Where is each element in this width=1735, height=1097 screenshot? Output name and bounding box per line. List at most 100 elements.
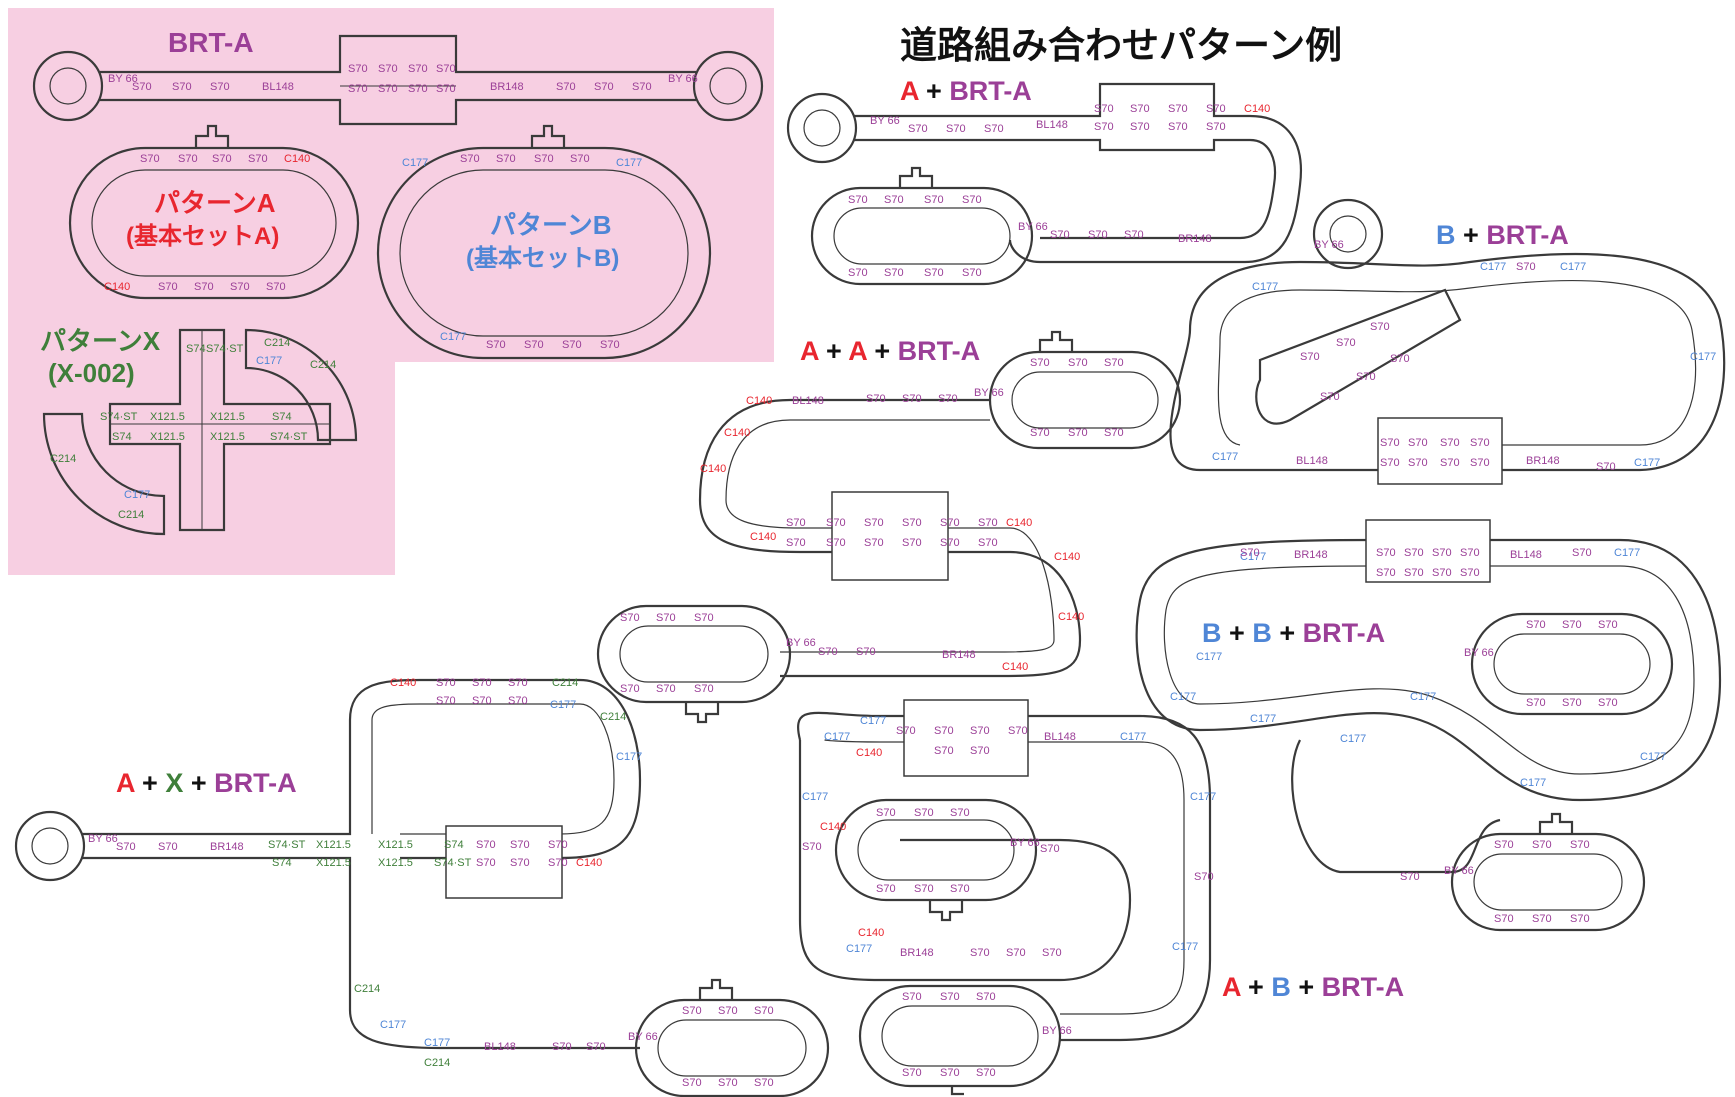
piece-label: S70: [348, 63, 368, 75]
piece-label: S70: [1240, 547, 1260, 559]
piece-label: S70: [1440, 457, 1460, 469]
piece-label: S70: [600, 339, 620, 351]
combo-ab-brt-layout: [797, 699, 1212, 1096]
piece-label: C177: [1640, 751, 1666, 763]
piece-label: BL148: [1036, 119, 1068, 131]
piece-label: S70: [620, 612, 640, 624]
piece-label: S70: [864, 537, 884, 549]
combo-part-a: A: [848, 336, 867, 366]
piece-label: C140: [820, 821, 846, 833]
piece-label: C214: [552, 677, 578, 689]
piece-label: S70: [1516, 261, 1536, 273]
piece-label: S70: [978, 517, 998, 529]
piece-label: C177: [1120, 731, 1146, 743]
piece-label: S74·ST: [268, 839, 306, 851]
piece-label: S70: [496, 153, 516, 165]
piece-label: C140: [746, 395, 772, 407]
piece-label: S70: [436, 83, 456, 95]
combo-part-a: A: [900, 76, 919, 106]
piece-label: BL148: [1510, 549, 1542, 561]
piece-label: C140: [750, 531, 776, 543]
piece-label: S70: [786, 517, 806, 529]
piece-label: C177: [1560, 261, 1586, 273]
piece-label: S70: [866, 393, 886, 405]
combo-part-brt: BRT-A: [898, 336, 981, 366]
piece-label: S70: [524, 339, 544, 351]
piece-label: S70: [682, 1005, 702, 1017]
pattern-b-subtitle: (基本セットB): [466, 245, 619, 272]
piece-label: S70: [1470, 437, 1490, 449]
combo-plus: +: [826, 336, 842, 366]
piece-label: C177: [550, 699, 576, 711]
combo-part-brt: BRT-A: [214, 768, 297, 798]
piece-label: S74: [112, 431, 132, 443]
piece-label: S70: [210, 81, 230, 93]
piece-label: S70: [754, 1077, 774, 1089]
page-title: 道路組み合わせパターン例: [900, 25, 1342, 66]
piece-label: S70: [1460, 547, 1480, 559]
piece-label: S70: [908, 123, 928, 135]
piece-label: BR148: [1294, 549, 1328, 561]
pattern-x-title: パターンX: [40, 326, 161, 356]
piece-label: S70: [1030, 357, 1050, 369]
piece-label: S70: [230, 281, 250, 293]
piece-label: S70: [1030, 427, 1050, 439]
piece-label: C140: [576, 857, 602, 869]
piece-label: S70: [938, 393, 958, 405]
piece-label: S70: [1168, 103, 1188, 115]
combo-part-b: B: [1436, 220, 1456, 250]
piece-label: C177: [1172, 941, 1198, 953]
piece-label: C177: [1480, 261, 1506, 273]
brt-a-legend: [32, 34, 764, 126]
piece-label: C177: [1410, 691, 1436, 703]
piece-label: S70: [1068, 357, 1088, 369]
piece-label: S70: [1194, 871, 1214, 883]
piece-label: S70: [1526, 619, 1546, 631]
piece-label: S70: [1572, 547, 1592, 559]
piece-label: S70: [694, 612, 714, 624]
piece-label: S70: [158, 841, 178, 853]
piece-label: S70: [1094, 121, 1114, 133]
piece-label: S70: [940, 991, 960, 1003]
piece-label: S70: [378, 63, 398, 75]
piece-label: C140: [724, 427, 750, 439]
combo-aa-brt-layout: [596, 330, 1182, 724]
piece-label: S74: [272, 411, 292, 423]
piece-label: C177: [440, 331, 466, 343]
piece-label: S70: [970, 725, 990, 737]
piece-label: C177: [1196, 651, 1222, 663]
piece-label: S70: [976, 991, 996, 1003]
piece-label: S70: [962, 194, 982, 206]
piece-label: S70: [1320, 391, 1340, 403]
piece-label: S70: [914, 883, 934, 895]
piece-label: S70: [924, 194, 944, 206]
piece-label: S70: [548, 857, 568, 869]
piece-label: S74·ST: [206, 343, 244, 355]
combo-a-brt-layout: [786, 82, 1302, 286]
piece-label: S70: [476, 857, 496, 869]
piece-label: BR148: [1178, 233, 1212, 245]
piece-label: S70: [682, 1077, 702, 1089]
piece-label: S70: [940, 517, 960, 529]
piece-label: S70: [508, 695, 528, 707]
piece-label: C177: [846, 943, 872, 955]
piece-label: S70: [946, 123, 966, 135]
pattern-a-title: パターンA: [154, 188, 276, 218]
combo-heading-b-brt: B + BRT-A: [1436, 220, 1569, 250]
piece-label: X121.5: [316, 857, 351, 869]
piece-label: C140: [1244, 103, 1270, 115]
piece-label: S70: [132, 81, 152, 93]
piece-label: S70: [194, 281, 214, 293]
piece-label: X121.5: [210, 411, 245, 423]
piece-label: S70: [902, 393, 922, 405]
piece-label: S70: [876, 807, 896, 819]
piece-label: C140: [1058, 611, 1084, 623]
piece-label: S70: [1598, 619, 1618, 631]
piece-label: S70: [472, 677, 492, 689]
piece-label: C177: [1340, 733, 1366, 745]
piece-label: S70: [976, 1067, 996, 1079]
piece-label: C177: [616, 157, 642, 169]
piece-label: S70: [1470, 457, 1490, 469]
piece-label: C140: [856, 747, 882, 759]
